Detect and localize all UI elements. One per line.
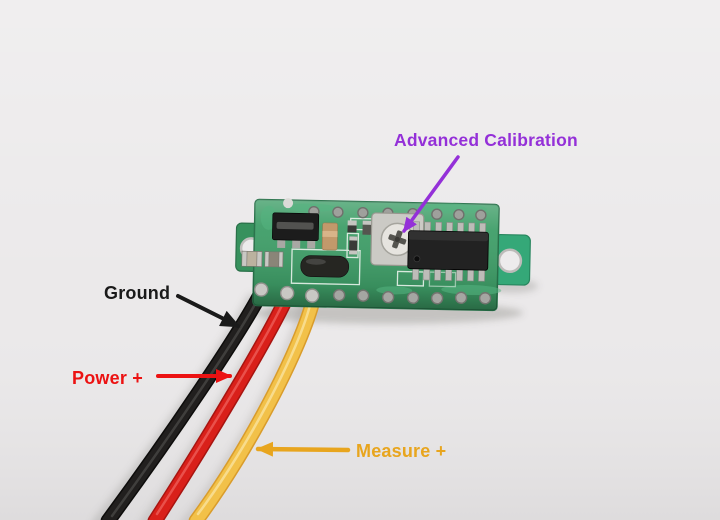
measure-wire-sheen (196, 299, 313, 516)
regulator-marking (276, 221, 314, 230)
pcb-module (235, 198, 531, 312)
callout-labels: Advanced Calibration Ground Power + Meas… (72, 130, 578, 461)
smd-resistors (347, 220, 372, 255)
callout-arrows (156, 155, 460, 457)
ground-arrow (176, 294, 241, 328)
cylindrical-inductor (300, 255, 350, 278)
voltage-regulator (272, 212, 320, 249)
silkscreen-dot (283, 198, 294, 209)
ground-label: Ground (104, 283, 170, 303)
ground-wire-sheen (110, 293, 262, 518)
measure-wire (190, 291, 320, 520)
calibration-label: Advanced Calibration (394, 130, 578, 150)
smd-pair (241, 250, 284, 268)
measure-arrow (255, 441, 351, 457)
pin1-dot (413, 255, 421, 263)
wire-solder-pads (254, 282, 320, 303)
lead-wires (100, 283, 322, 520)
measure-label: Measure + (356, 441, 446, 461)
power-label: Power + (72, 368, 143, 388)
bottom-solder-joints (332, 288, 492, 305)
smd-capacitor (321, 222, 338, 251)
calibration-arrow (402, 155, 460, 233)
power-wire-sheen (155, 297, 287, 516)
right-mount-hole (497, 248, 523, 274)
